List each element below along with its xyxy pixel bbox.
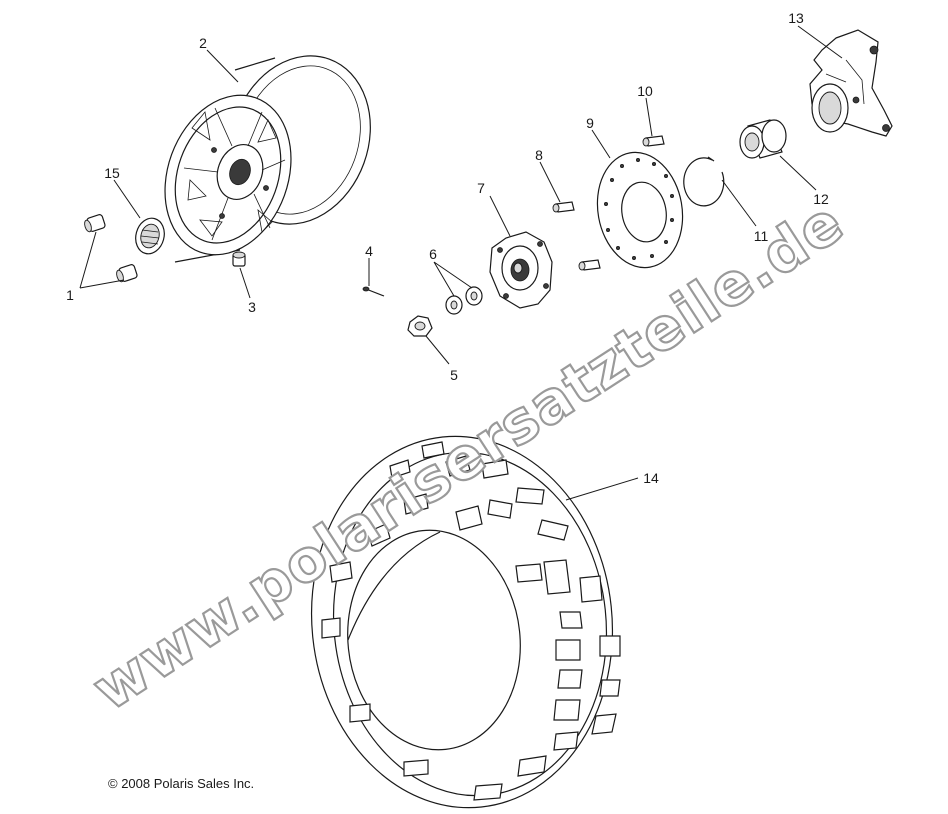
wheel-rim [164,55,371,263]
copyright-notice: © 2008 Polaris Sales Inc. [108,776,255,791]
valve-cap [135,217,165,255]
callout-12: 12 [813,191,829,207]
callout-1: 1 [66,287,74,303]
callout-6: 6 [429,246,437,262]
callout-3: 3 [248,299,256,315]
leader-lines [79,25,843,501]
callout-11: 11 [754,228,769,244]
steering-knuckle [809,29,893,137]
callout-14: 14 [643,470,659,486]
wheel-stud [232,251,246,267]
bearing [739,119,787,159]
castle-nut [407,315,433,337]
callout-9: 9 [586,115,594,131]
callout-8: 8 [535,147,543,163]
lug-nut-lower [116,264,138,283]
tire [310,435,621,809]
brake-disc [596,151,684,269]
brake-disc-bolts [552,201,601,271]
callout-7: 7 [477,180,485,196]
lug-nut-upper [84,214,106,233]
wheel-hub [489,231,553,309]
callout-15: 15 [104,165,120,181]
washers [445,286,483,315]
caliper-bolt [642,135,665,147]
callout-2: 2 [199,35,207,51]
callout-5: 5 [450,367,458,383]
callout-10: 10 [637,83,653,99]
snap-ring [683,156,725,207]
cotter-pin [362,286,385,297]
callout-4: 4 [365,243,373,259]
callout-13: 13 [788,10,804,26]
